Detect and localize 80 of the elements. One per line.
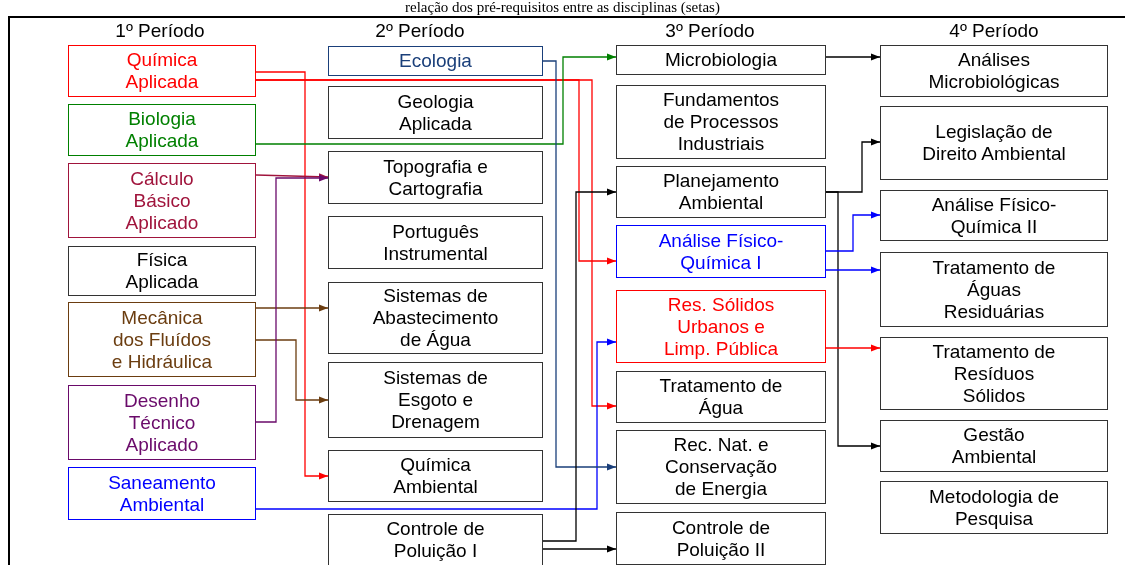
course-box <box>880 252 1108 327</box>
prerequisite-arrow <box>255 71 329 480</box>
course-box <box>328 282 543 354</box>
course-name: Topografia e Cartografia <box>382 155 489 200</box>
course-name: Controle de Poluição II <box>670 516 772 561</box>
course-name: Microbiologia <box>665 49 777 71</box>
course-box <box>328 514 543 565</box>
prerequisite-arrow <box>542 188 617 542</box>
course-box <box>328 151 543 204</box>
course-box <box>880 481 1108 534</box>
course-name: Desenho Técnico Aplicado <box>122 389 202 456</box>
prerequisite-arrow <box>255 304 329 312</box>
course-box <box>616 371 826 423</box>
course-name: Tratamento de Água <box>658 375 784 419</box>
course-name: Planejamento Ambiental <box>661 170 781 214</box>
course-name: Tratamento de Águas Residuárias <box>931 256 1057 323</box>
course-box <box>328 46 543 76</box>
period-heading: 1º Período <box>115 20 205 41</box>
course-box <box>880 420 1108 472</box>
prerequisite-arrow <box>825 344 881 352</box>
prerequisite-arrow <box>255 339 329 404</box>
course-name: Análise Físico-Química I <box>657 229 785 274</box>
course-name: Análise Físico-Química II <box>930 193 1058 238</box>
course-box <box>880 337 1108 410</box>
diagram-title: relação dos pré-requisitos entre as disciplinas (setas) <box>405 0 720 15</box>
course-name: Sistemas de Abastecimento de Água <box>371 285 500 351</box>
course-box <box>616 225 826 278</box>
course-box <box>68 246 256 296</box>
course-box <box>616 166 826 218</box>
course-box <box>68 163 256 238</box>
course-name: Química Aplicada <box>124 49 200 93</box>
course-name: Gestão Ambiental <box>950 424 1038 468</box>
prerequisite-arrow <box>542 545 617 553</box>
prerequisite-arrow <box>825 266 881 274</box>
course-name: Geologia Aplicada <box>396 90 475 135</box>
prerequisite-arrow <box>255 53 617 145</box>
course-name: Controle de Poluição I <box>385 518 486 562</box>
period-heading: 4º Período <box>949 20 1039 41</box>
course-name: Res. Sólidos Urbanos e Limp. Pública <box>662 293 780 360</box>
course-name: Legislação de Direito Ambiental <box>922 121 1066 165</box>
prerequisite-arrow <box>255 174 329 423</box>
course-box <box>880 190 1108 241</box>
course-name: Mecânica dos Fluídos e Hidráulica <box>110 306 214 373</box>
course-box <box>68 302 256 377</box>
course-name: Rec. Nat. e Conservação de Energia <box>664 434 778 500</box>
prerequisite-arrow <box>542 60 617 471</box>
course-box <box>616 85 826 159</box>
course-name: Física Aplicada <box>124 249 200 293</box>
course-box <box>68 104 256 156</box>
course-box <box>616 290 826 363</box>
course-box <box>616 45 826 75</box>
course-name: Fundamentos de Processos Industriais <box>661 89 781 155</box>
course-box <box>68 467 256 520</box>
course-name: Análises Microbiológicas <box>927 49 1061 93</box>
course-name: Química Ambiental <box>392 454 479 498</box>
period-heading: 2º Período <box>375 20 465 41</box>
prerequisite-arrow <box>255 79 617 410</box>
course-box <box>880 45 1108 97</box>
course-name: Tratamento de Resíduos Sólidos <box>931 340 1057 407</box>
course-name: Cálculo Básico Aplicado <box>124 167 200 234</box>
prerequisite-arrow <box>255 338 617 510</box>
course-name: Português Instrumental <box>382 220 489 265</box>
prerequisite-arrow <box>825 191 881 450</box>
course-name: Metodologia de Pesquisa <box>928 485 1060 530</box>
course-box <box>616 512 826 565</box>
course-name: Saneamento Ambiental <box>107 471 217 516</box>
course-box <box>68 45 256 97</box>
course-box <box>616 430 826 504</box>
course-box <box>68 385 256 460</box>
period-heading: 3º Período <box>665 20 755 41</box>
prerequisite-arrow <box>825 211 881 252</box>
course-name: Biologia Aplicada <box>124 108 200 152</box>
course-box <box>880 106 1108 180</box>
prerequisite-arrow <box>825 53 881 61</box>
course-name: Sistemas de Esgoto e Drenagem <box>382 367 489 433</box>
course-box <box>328 86 543 139</box>
course-box <box>328 362 543 438</box>
course-box <box>328 450 543 502</box>
course-box <box>328 216 543 269</box>
course-name: Ecologia <box>399 50 472 72</box>
